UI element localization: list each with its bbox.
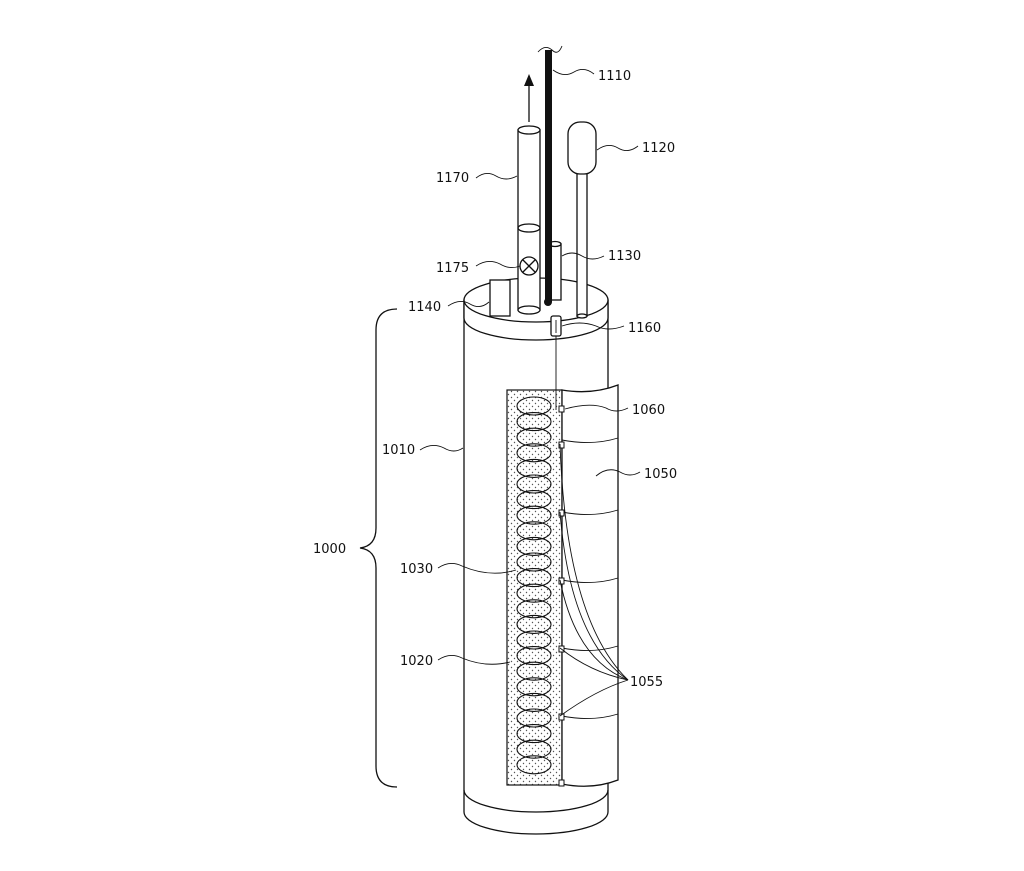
leader-1170 — [475, 173, 518, 180]
coil-loop — [516, 724, 552, 744]
label-1050: 1050 — [644, 467, 677, 482]
coil-loop — [516, 427, 552, 447]
coil-loop — [516, 646, 552, 666]
leader-1030 — [437, 563, 517, 574]
label-1060: 1060 — [632, 403, 665, 418]
exhaust-arrow — [524, 74, 534, 122]
coil-loop — [516, 630, 552, 650]
label-1030: 1030 — [400, 562, 433, 577]
label-1160: 1160 — [628, 321, 661, 336]
label-1110: 1110 — [598, 69, 631, 84]
coil-loop — [516, 443, 552, 463]
leader-1010 — [419, 445, 464, 452]
coil-loop — [516, 568, 552, 588]
label-1140: 1140 — [408, 300, 441, 315]
leader-lines — [419, 69, 641, 665]
assembly-bracket — [359, 308, 398, 788]
coil-loop — [516, 505, 552, 525]
coil-loop — [516, 583, 552, 603]
sensor-wires — [555, 330, 629, 717]
leader-1175 — [475, 261, 521, 269]
leader-1060 — [564, 404, 629, 412]
coil-loop — [516, 661, 552, 681]
label-1000: 1000 — [313, 542, 346, 557]
probe-1120 — [567, 121, 597, 319]
valve-1175 — [519, 256, 539, 276]
leader-1140 — [447, 301, 490, 307]
leader-1130 — [561, 252, 605, 260]
coil-loop — [516, 458, 552, 478]
coil-loop — [516, 521, 552, 541]
block-1140 — [489, 279, 511, 317]
coil-loop — [516, 599, 552, 619]
coil-loop — [516, 614, 552, 634]
coil-loop — [516, 474, 552, 494]
label-1020: 1020 — [400, 654, 433, 669]
coil-loop — [516, 739, 552, 759]
coil-loop — [516, 692, 552, 712]
coil-loop — [516, 552, 552, 572]
coil-loop — [516, 677, 552, 697]
label-1055: 1055 — [630, 675, 663, 690]
coil-liner-sheet — [506, 389, 563, 786]
tube-1170 — [517, 125, 541, 315]
leader-1110 — [552, 69, 595, 75]
coil-loop — [516, 412, 552, 432]
connector-1160 — [550, 315, 562, 337]
label-1120: 1120 — [642, 141, 675, 156]
coil-loop — [516, 490, 552, 510]
coil-loop — [516, 396, 552, 416]
coil-loop — [516, 755, 552, 775]
coil-loop — [516, 708, 552, 728]
heating-coil — [516, 396, 552, 775]
leader-1120 — [596, 145, 639, 151]
label-1170: 1170 — [436, 171, 469, 186]
coil-loop — [516, 536, 552, 556]
label-1175: 1175 — [436, 261, 469, 276]
label-1010: 1010 — [382, 443, 415, 458]
label-1130: 1130 — [608, 249, 641, 264]
leader-1160 — [561, 322, 625, 330]
rod-1110 — [537, 45, 563, 306]
sensor-flap-panel — [561, 384, 619, 787]
leader-1050 — [595, 469, 641, 477]
leader-1020 — [437, 655, 511, 665]
reference-labels: 1110 1120 1170 1130 1175 1140 1160 1060 … — [313, 69, 677, 690]
